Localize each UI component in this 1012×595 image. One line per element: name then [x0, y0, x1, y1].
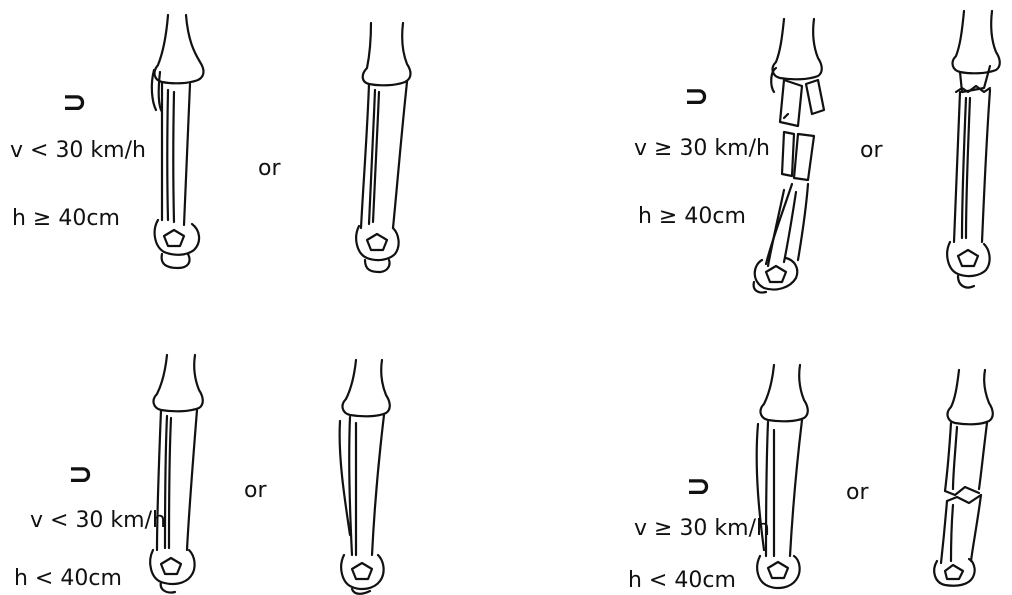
- leg-bone-proximal-fibula-fracture: [140, 10, 220, 270]
- panel-high-speed-low-bumper: ⊃ v ≥ 30 km/h h < 40cm or: [506, 300, 1012, 595]
- leg-bone-comminuted-fracture: [736, 14, 856, 294]
- panel-low-speed-low-bumper: ⊃ v < 30 km/h h < 40cm or: [0, 300, 506, 595]
- leg-bone-tibia-fracture: [345, 18, 425, 273]
- height-condition: h < 40cm: [14, 568, 122, 590]
- bumper-symbol: ⊃: [684, 82, 709, 112]
- height-condition: h ≥ 40cm: [12, 208, 120, 230]
- leg-bone-fibula-shaft-fracture: [746, 360, 826, 595]
- bumper-symbol: ⊃: [62, 88, 87, 118]
- panel-low-speed-high-bumper: ⊃ v < 30 km/h h ≥ 40cm or: [0, 0, 506, 300]
- leg-bone-tibia-fibula-fracture: [330, 355, 410, 595]
- or-connector: or: [244, 480, 267, 502]
- or-connector: or: [846, 482, 869, 504]
- bumper-symbol: ⊃: [68, 460, 93, 490]
- or-connector: or: [860, 140, 883, 162]
- speed-condition: v < 30 km/h: [10, 140, 146, 162]
- leg-bone-segmental-fracture: [931, 365, 1011, 590]
- height-condition: h < 40cm: [628, 570, 736, 592]
- bumper-symbol: ⊃: [686, 472, 711, 502]
- panel-high-speed-high-bumper: ⊃ v ≥ 30 km/h h ≥ 40cm or: [506, 0, 1012, 300]
- leg-bone-fibula-fracture: [145, 350, 225, 595]
- height-condition: h ≥ 40cm: [638, 206, 746, 228]
- or-connector: or: [258, 158, 281, 180]
- leg-bone-tibia-shaft-fracture: [936, 6, 1012, 296]
